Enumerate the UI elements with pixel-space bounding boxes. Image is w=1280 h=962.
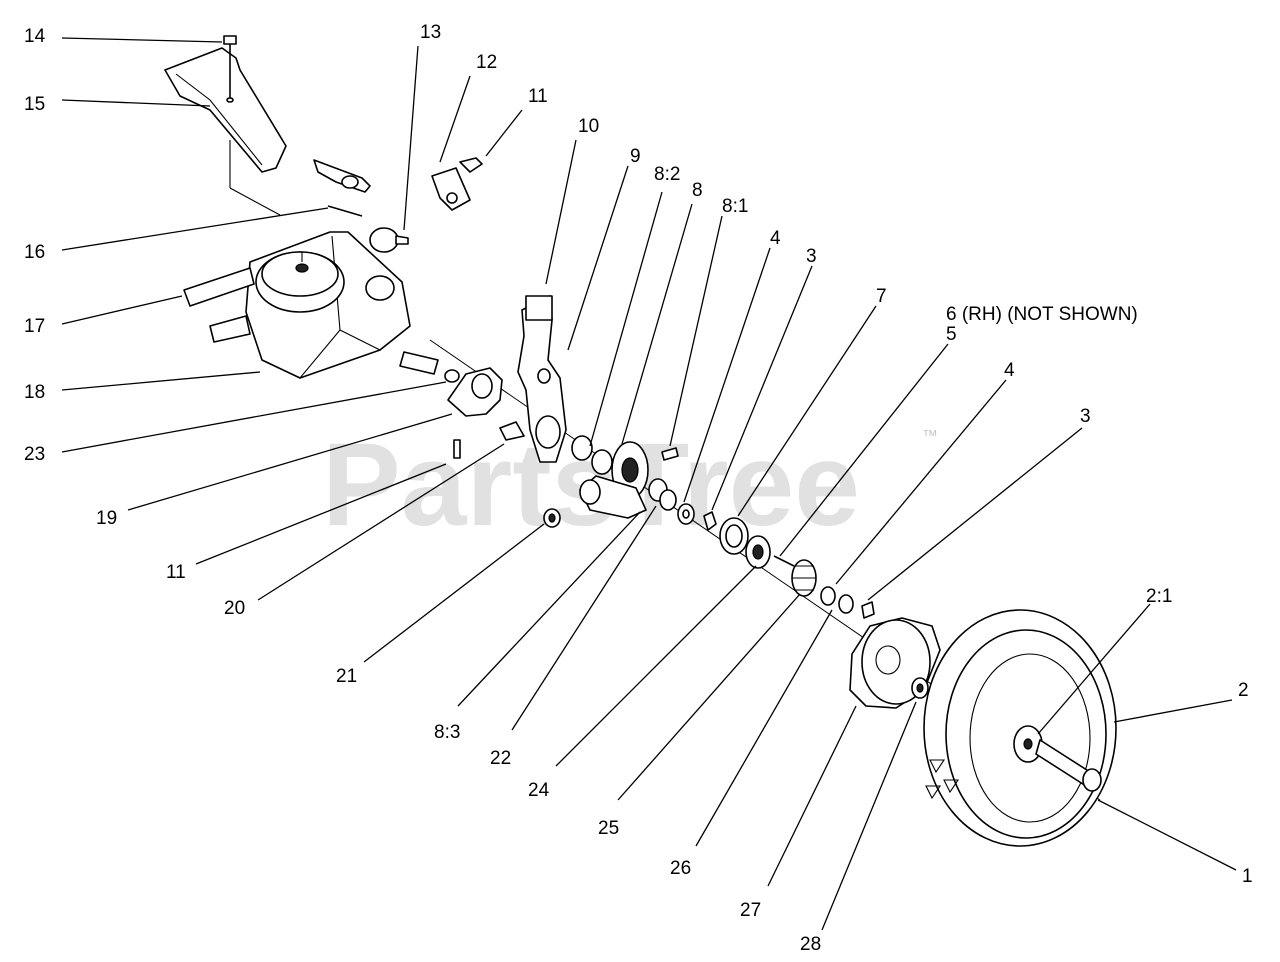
callout-8: 8 [692, 180, 703, 201]
part-26-washer [838, 594, 854, 614]
part-5-spring [773, 555, 795, 567]
callout-10: 10 [578, 116, 599, 137]
part-24-ring [745, 535, 771, 569]
callout-23: 23 [24, 444, 45, 465]
callout-6: 6 (RH) (NOT SHOWN) [946, 304, 1138, 325]
part-8-1-screw [661, 447, 679, 461]
callout-8-3: 8:3 [434, 722, 460, 743]
callout-28: 28 [800, 934, 821, 955]
callout-17: 17 [24, 316, 45, 337]
callout-12: 12 [476, 52, 497, 73]
part-8-3-housing [579, 475, 647, 519]
callout-22: 22 [490, 748, 511, 769]
part-23-spacer [399, 351, 460, 383]
callout-24: 24 [528, 780, 550, 801]
part-7-ring [719, 517, 749, 555]
part-20-pin [453, 439, 461, 459]
part-8-2-bushing [571, 435, 613, 475]
callout-21: 21 [336, 666, 357, 687]
callout-4-lower: 4 [1004, 360, 1015, 381]
leader-lines [61, 37, 1237, 931]
callout-3-upper: 3 [806, 246, 817, 267]
part-11-pin-lower [499, 421, 525, 441]
callout-9: 9 [630, 146, 641, 167]
part-21-washer [543, 508, 561, 528]
watermark-trademark: ™ [922, 428, 938, 445]
callout-2-1: 2:1 [1146, 586, 1172, 607]
part-2-1-hub [1013, 725, 1043, 763]
callout-19: 19 [96, 508, 117, 529]
part-4-washer-a [677, 503, 695, 525]
callout-7: 7 [876, 286, 887, 307]
part-28-bushing [911, 677, 929, 699]
part-1-axle [1035, 739, 1102, 792]
callout-2: 2 [1238, 680, 1249, 701]
callout-1: 1 [1242, 866, 1253, 887]
part-15-bracket [164, 47, 287, 216]
part-3-clip-a [703, 511, 717, 531]
part-3-clip-b [861, 601, 875, 619]
callout-11-lower: 11 [166, 562, 186, 583]
part-22-bushing [648, 478, 677, 511]
callout-4-upper: 4 [770, 228, 781, 249]
part-13-knob [369, 227, 409, 253]
part-16-rod [327, 205, 363, 217]
callout-18: 18 [24, 382, 45, 403]
part-17-shaft [183, 267, 255, 343]
callout-13: 13 [420, 22, 441, 43]
callout-labels: 14 15 13 12 11 10 9 8:2 8 8:1 4 3 7 6 (R… [24, 22, 1253, 955]
callout-16: 16 [24, 242, 45, 263]
callout-15: 15 [24, 94, 45, 115]
callout-14: 14 [24, 26, 46, 47]
part-4-washer-b [820, 586, 836, 606]
callout-27: 27 [740, 900, 761, 921]
callout-8-1: 8:1 [722, 196, 748, 217]
callout-3-lower: 3 [1080, 406, 1091, 427]
part-19-bearing-block [447, 367, 503, 417]
callout-11-upper: 11 [528, 86, 548, 107]
callout-5: 5 [946, 324, 957, 345]
part-25-gear [791, 559, 817, 597]
part-14-screw [223, 35, 237, 103]
part-17-pulley [255, 251, 345, 313]
callout-8-2: 8:2 [654, 164, 680, 185]
part-11-clip-upper [431, 157, 483, 211]
callout-25: 25 [598, 818, 619, 839]
part-2-wheel [923, 609, 1117, 847]
part-12-pin [313, 159, 371, 193]
callout-26: 26 [670, 858, 691, 879]
part-10-lever [517, 295, 567, 463]
callout-20: 20 [224, 598, 245, 619]
